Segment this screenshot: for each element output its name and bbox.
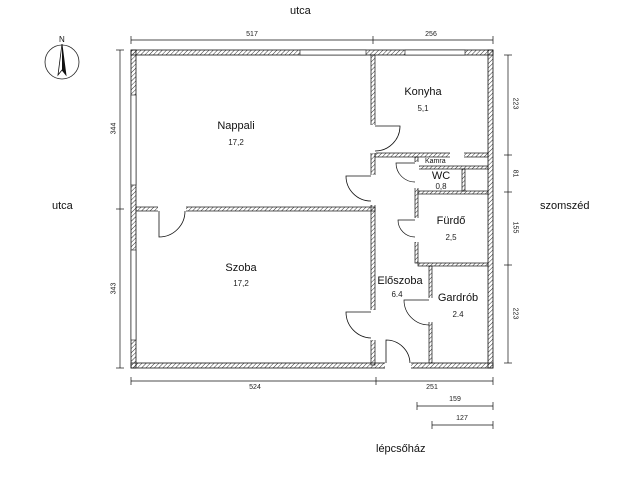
dimension-bottom-127: 127 — [456, 415, 468, 422]
compass-north-label: N — [59, 35, 65, 44]
room-area-gardrob: 2.4 — [452, 310, 464, 319]
street-label-left: utca — [52, 200, 73, 212]
room-area-konyha: 5,1 — [417, 104, 429, 113]
street-label-top: utca — [290, 5, 311, 17]
room-name-furdo: Fürdő — [436, 215, 466, 227]
room-name-konyha: Konyha — [404, 86, 442, 98]
dimension-bottom-right: 251 — [426, 384, 438, 391]
windows — [130, 49, 466, 341]
room-area-wc: 0,8 — [435, 182, 447, 191]
dimension-bottom-159: 159 — [449, 396, 461, 403]
dimension-bottom-left: 524 — [249, 384, 261, 391]
dimension-right-223-upper: 223 — [511, 97, 519, 110]
room-area-furdo: 2,5 — [445, 233, 457, 242]
room-name-kamra: Kamra — [425, 158, 446, 165]
doors — [158, 125, 464, 369]
room-name-szoba: Szoba — [225, 262, 257, 274]
dimension-right-223-lower: 223 — [511, 307, 519, 320]
dimension-right-155: 155 — [511, 221, 519, 234]
room-name-nappali: Nappali — [217, 120, 255, 132]
room-name-gardrob: Gardrób — [437, 292, 479, 304]
dimension-left-upper: 344 — [110, 122, 118, 135]
dimension-right-81: 81 — [511, 169, 519, 178]
room-name-eloszoba: Előszoba — [377, 275, 423, 287]
neighbor-label-right: szomszéd — [540, 200, 590, 212]
interior-walls — [135, 54, 489, 366]
stairwell-label: lépcsőház — [376, 443, 426, 455]
dimension-lines — [116, 36, 512, 429]
dimension-left-lower: 343 — [110, 282, 118, 295]
room-area-nappali: 17,2 — [228, 138, 244, 147]
room-area-szoba: 17,2 — [233, 279, 249, 288]
room-name-wc: WC — [431, 170, 451, 182]
dimension-top-left: 517 — [246, 31, 258, 38]
north-arrow-icon — [44, 43, 80, 80]
dimension-top-right: 256 — [425, 31, 437, 38]
room-area-eloszoba: 6.4 — [391, 290, 403, 299]
